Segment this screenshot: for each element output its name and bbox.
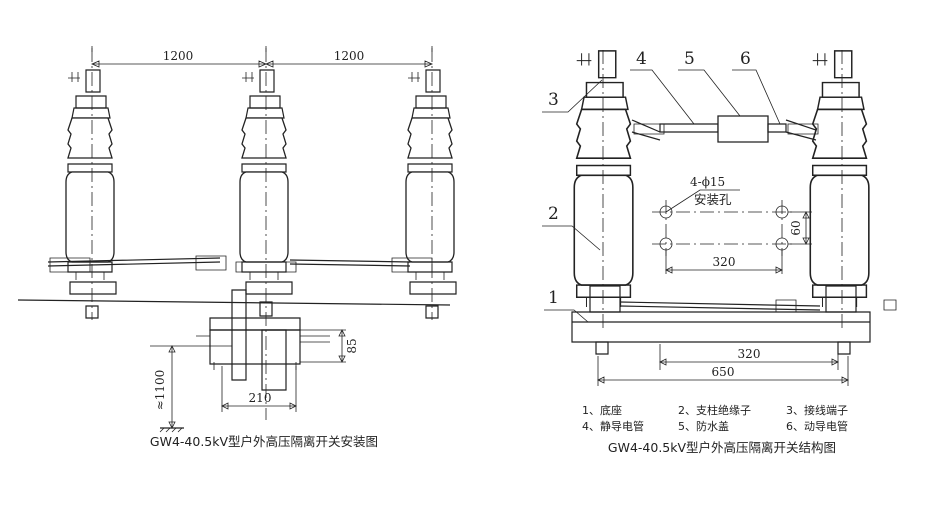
callout-1: 1: [548, 288, 559, 308]
hole-label-count: 4-ϕ15: [690, 175, 725, 189]
legend-1: 1、底座: [582, 403, 622, 417]
callout-4: 4: [636, 49, 647, 69]
hole-label-name: 安装孔: [694, 192, 732, 207]
legend-2: 2、支柱绝缘子: [678, 403, 751, 417]
dim-span-a: 1200: [163, 49, 194, 63]
right-caption: GW4-40.5kV型户外高压隔离开关结构图: [608, 440, 836, 455]
legend-6: 6、动导电管: [786, 419, 848, 433]
dim-span-b: 1200: [334, 49, 365, 63]
callout-2: 2: [548, 204, 559, 224]
callout-5: 5: [684, 49, 695, 69]
dim-height-1100: ≈1100: [153, 370, 167, 411]
dim-base-650: 650: [712, 365, 735, 379]
legend-5: 5、防水盖: [678, 419, 729, 433]
legend-4: 4、静导电管: [582, 419, 644, 433]
left-caption: GW4-40.5kV型户外高压隔离开关安装图: [150, 434, 378, 449]
dim-hole-width: 320: [713, 255, 736, 269]
dim-width-210: 210: [249, 391, 272, 405]
callout-6: 6: [740, 49, 751, 69]
installation-drawing: 1200 1200 85 ≈1100: [17, 46, 457, 449]
mounting-holes: [652, 200, 796, 256]
legend-3: 3、接线端子: [786, 403, 848, 417]
structure-drawing: 4-ϕ15 安装孔 320 60 320 650 1 2 3 4 5 6 1、底…: [542, 49, 897, 455]
dim-base-320: 320: [738, 347, 761, 361]
dim-height-85: 85: [345, 338, 359, 353]
dim-hole-height: 60: [789, 220, 803, 235]
callout-3: 3: [548, 90, 559, 110]
